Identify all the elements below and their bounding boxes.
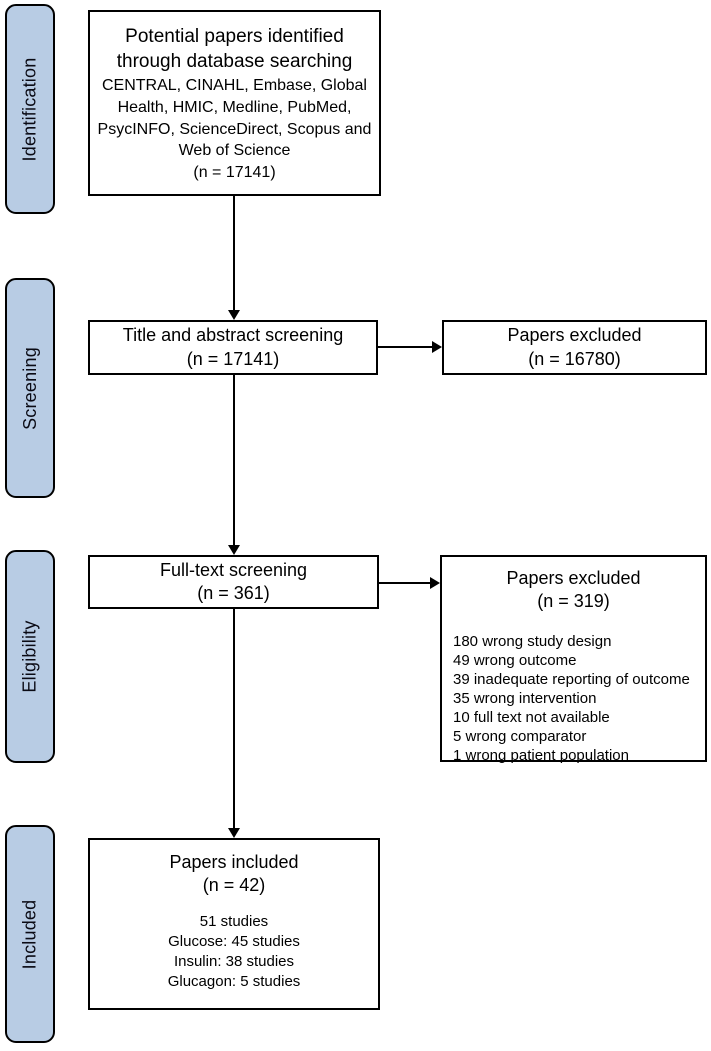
- stage-label-screening-text: Screening: [19, 346, 40, 430]
- list-item: 39 inadequate reporting of outcome: [453, 671, 690, 689]
- title-abstract-screening-title: Title and abstract screening: [122, 325, 344, 346]
- title-abstract-screening-count: (n = 17141): [186, 348, 280, 369]
- list-item: 51 studies: [199, 913, 269, 931]
- excluded-fulltext-box: Papers excluded (n = 319) 180 wrong stud…: [440, 555, 707, 765]
- arrow-eligibility-to-included-head: [228, 828, 240, 838]
- arrow-fulltext-excluded-line: [379, 582, 431, 584]
- list-item: 1 wrong patient population: [453, 747, 629, 765]
- arrow-fulltext-excluded-head: [430, 577, 440, 589]
- identification-box-title: Potential papers identified through data…: [116, 26, 353, 72]
- stage-label-included: Included: [5, 825, 55, 1043]
- list-item: 35 wrong intervention: [453, 690, 597, 708]
- excluded-title-abstract-title: Papers excluded: [507, 325, 642, 346]
- arrow-identification-to-screening-line: [233, 196, 235, 310]
- list-item: Glucagon: 5 studies: [167, 973, 301, 991]
- identification-box-count: (n = 17141): [193, 163, 276, 181]
- excluded-fulltext-title: Papers excluded: [506, 568, 641, 588]
- stage-label-eligibility: Eligibility: [5, 550, 55, 763]
- list-item: 5 wrong comparator: [453, 728, 587, 746]
- fulltext-screening-count: (n = 361): [197, 583, 270, 603]
- title-abstract-screening-box: Title and abstract screening (n = 17141): [88, 320, 378, 375]
- identification-box-sources: CENTRAL, CINAHL, Embase, Global Health, …: [97, 77, 372, 160]
- included-box-title: Papers included: [169, 852, 299, 872]
- arrow-title-abstract-excluded-head: [432, 341, 442, 353]
- fulltext-screening-title: Full-text screening: [159, 559, 308, 580]
- identification-box: Potential papers identified through data…: [88, 10, 381, 196]
- arrow-identification-to-screening-head: [228, 310, 240, 320]
- list-item: Glucose: 45 studies: [168, 933, 300, 951]
- arrow-screening-to-eligibility-line: [233, 375, 235, 545]
- list-item: 49 wrong outcome: [453, 652, 577, 670]
- arrow-eligibility-to-included-line: [233, 609, 235, 828]
- list-item: 10 full text not available: [453, 709, 610, 727]
- included-box-count: (n = 42): [202, 875, 266, 896]
- excluded-title-abstract-box: Papers excluded (n = 16780): [442, 320, 707, 375]
- arrow-screening-to-eligibility-head: [228, 545, 240, 555]
- list-item: Insulin: 38 studies: [173, 953, 295, 971]
- stage-label-screening: Screening: [5, 278, 55, 498]
- list-item: 180 wrong study design: [453, 633, 612, 651]
- stage-label-identification-text: Identification: [19, 57, 40, 161]
- excluded-title-abstract-count: (n = 16780): [528, 348, 621, 369]
- stage-label-included-text: Included: [19, 899, 40, 969]
- arrow-title-abstract-excluded-line: [378, 346, 433, 348]
- excluded-fulltext-count: (n = 319): [537, 591, 610, 612]
- stage-label-eligibility-text: Eligibility: [19, 620, 40, 693]
- stage-label-identification: Identification: [5, 4, 55, 214]
- fulltext-screening-box: Full-text screening (n = 361): [88, 555, 379, 609]
